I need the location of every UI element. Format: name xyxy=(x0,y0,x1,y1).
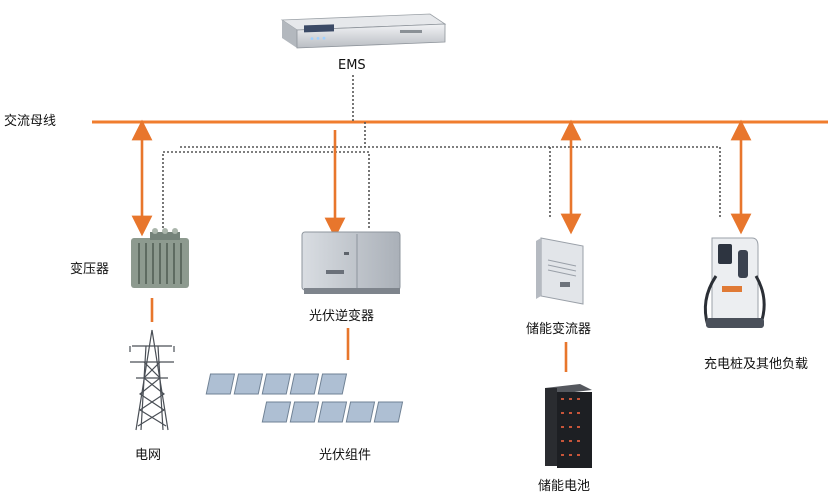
pv-inverter-label: 光伏逆变器 xyxy=(309,309,375,324)
ems-server-icon xyxy=(280,13,447,49)
pv-modules-label: 光伏组件 xyxy=(319,448,372,463)
transformer-icon xyxy=(131,228,189,288)
battery-rack-icon xyxy=(545,384,592,468)
inverter-cabinet-icon xyxy=(301,231,401,294)
power-flow-arrows xyxy=(131,119,752,372)
transformer-label: 变压器 xyxy=(70,262,110,277)
power-converter-icon xyxy=(536,237,584,305)
ems-label: EMS xyxy=(338,58,366,73)
grid-label: 电网 xyxy=(135,448,162,463)
solar-panel-array-icon xyxy=(205,373,404,423)
ev-charger-icon xyxy=(703,237,766,328)
charger-label: 充电桩及其他负载 xyxy=(704,357,809,372)
transmission-tower-icon xyxy=(129,329,175,431)
battery-label: 储能电池 xyxy=(538,479,591,494)
ac-bus-label: 交流母线 xyxy=(4,114,57,129)
storage-converter-label: 储能变流器 xyxy=(526,322,592,337)
communication-lines xyxy=(162,75,721,228)
